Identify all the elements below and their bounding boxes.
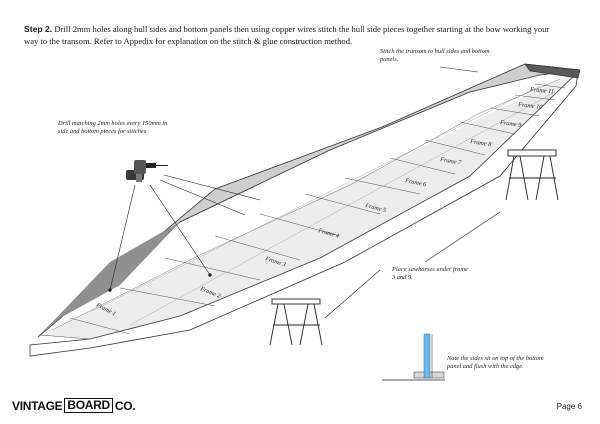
side-detail: [382, 333, 445, 381]
note-sides: Note the sides sit on top of the bottom …: [447, 355, 544, 371]
frame-label-10: Frame 10: [517, 101, 544, 111]
sawhorse-back: [505, 149, 559, 201]
page-number: Page 6: [556, 402, 582, 411]
frame-lines: [69, 83, 566, 335]
note-drill: Drill matching 2mm holes every 150mm in …: [58, 120, 168, 136]
far-hull-side-dark: [38, 222, 180, 337]
step-text: Drill 2mm holes along hull sides and bot…: [24, 24, 550, 46]
note-sawhorses: Place sawhorses under frame 3 and 9.: [392, 266, 468, 282]
note-transom: Stitch the transom to hull sides and bot…: [380, 48, 490, 64]
frame-label-11: Frame 11: [529, 86, 554, 96]
logo-part-co: CO.: [114, 398, 136, 413]
leader-arrows: [108, 273, 212, 292]
annotation-leaders: [109, 66, 501, 319]
vintage-board-co-logo: VINTAGE BOARD CO.: [12, 398, 136, 413]
frame-label-8: Frame 8: [469, 138, 493, 149]
logo-part-vintage: VINTAGE: [12, 398, 63, 413]
frame-label-9: Frame 9: [499, 119, 522, 129]
frame-label-7: Frame 7: [439, 156, 463, 167]
logo-part-board: BOARD: [64, 398, 113, 413]
hull-bottom-panel: [40, 72, 578, 339]
step-label: Step 2.: [24, 24, 53, 34]
transom: [524, 63, 581, 79]
sawhorse-front: [269, 298, 323, 346]
step-instructions: Step 2. Drill 2mm holes along hull sides…: [24, 24, 564, 47]
drill-icon: [126, 160, 168, 182]
frame-label-6: Frame 6: [404, 177, 428, 189]
